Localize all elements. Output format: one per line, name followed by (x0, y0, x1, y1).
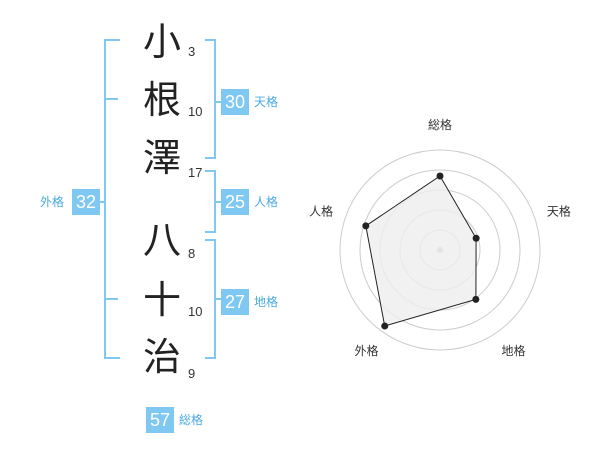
tenkaku-score-badge: 30 (221, 89, 249, 115)
radar-axis-label: 天格 (547, 203, 571, 218)
stroke-count-3: 17 (188, 165, 203, 180)
stroke-count-4: 8 (188, 246, 196, 261)
radar-point (472, 234, 480, 242)
radar-axis-label: 人格 (309, 203, 333, 218)
radar-point (362, 222, 370, 230)
chikaku-score-badge: 27 (221, 289, 249, 315)
stroke-count-1: 3 (188, 44, 196, 59)
name-char-3: 澤 (142, 136, 181, 180)
radar-points (362, 172, 480, 330)
radar-point (381, 322, 389, 330)
radar-point (436, 172, 444, 180)
radar-grid-ring (359, 169, 521, 331)
tenkaku-label: 天格 (254, 95, 279, 109)
radar-grid-ring (339, 149, 541, 351)
name-char-5: 十 (142, 278, 181, 322)
jinkaku-score-badge: 25 (221, 189, 249, 215)
name-char-1: 小 (142, 20, 181, 64)
radar-axis-label: 地格 (501, 343, 525, 358)
name-char-2: 根 (142, 78, 181, 122)
name-char-4: 八 (142, 218, 181, 262)
soukaku-label: 総格 (179, 413, 204, 427)
soukaku-score-badge: 57 (146, 407, 174, 433)
radar-point (472, 295, 480, 303)
radar-axis-label: 外格 (355, 343, 379, 358)
radar-axis-label: 総格 (428, 117, 452, 132)
stroke-count-6: 9 (188, 366, 196, 381)
gaikaku-label: 外格 (40, 195, 65, 209)
jinkaku-label: 人格 (254, 195, 279, 209)
stroke-count-2: 10 (188, 104, 203, 119)
chikaku-label: 地格 (254, 295, 279, 309)
gaikaku-score-badge: 32 (72, 189, 100, 215)
stroke-count-5: 10 (188, 304, 203, 319)
radar-polygon (365, 175, 477, 327)
name-char-6: 治 (142, 335, 181, 379)
